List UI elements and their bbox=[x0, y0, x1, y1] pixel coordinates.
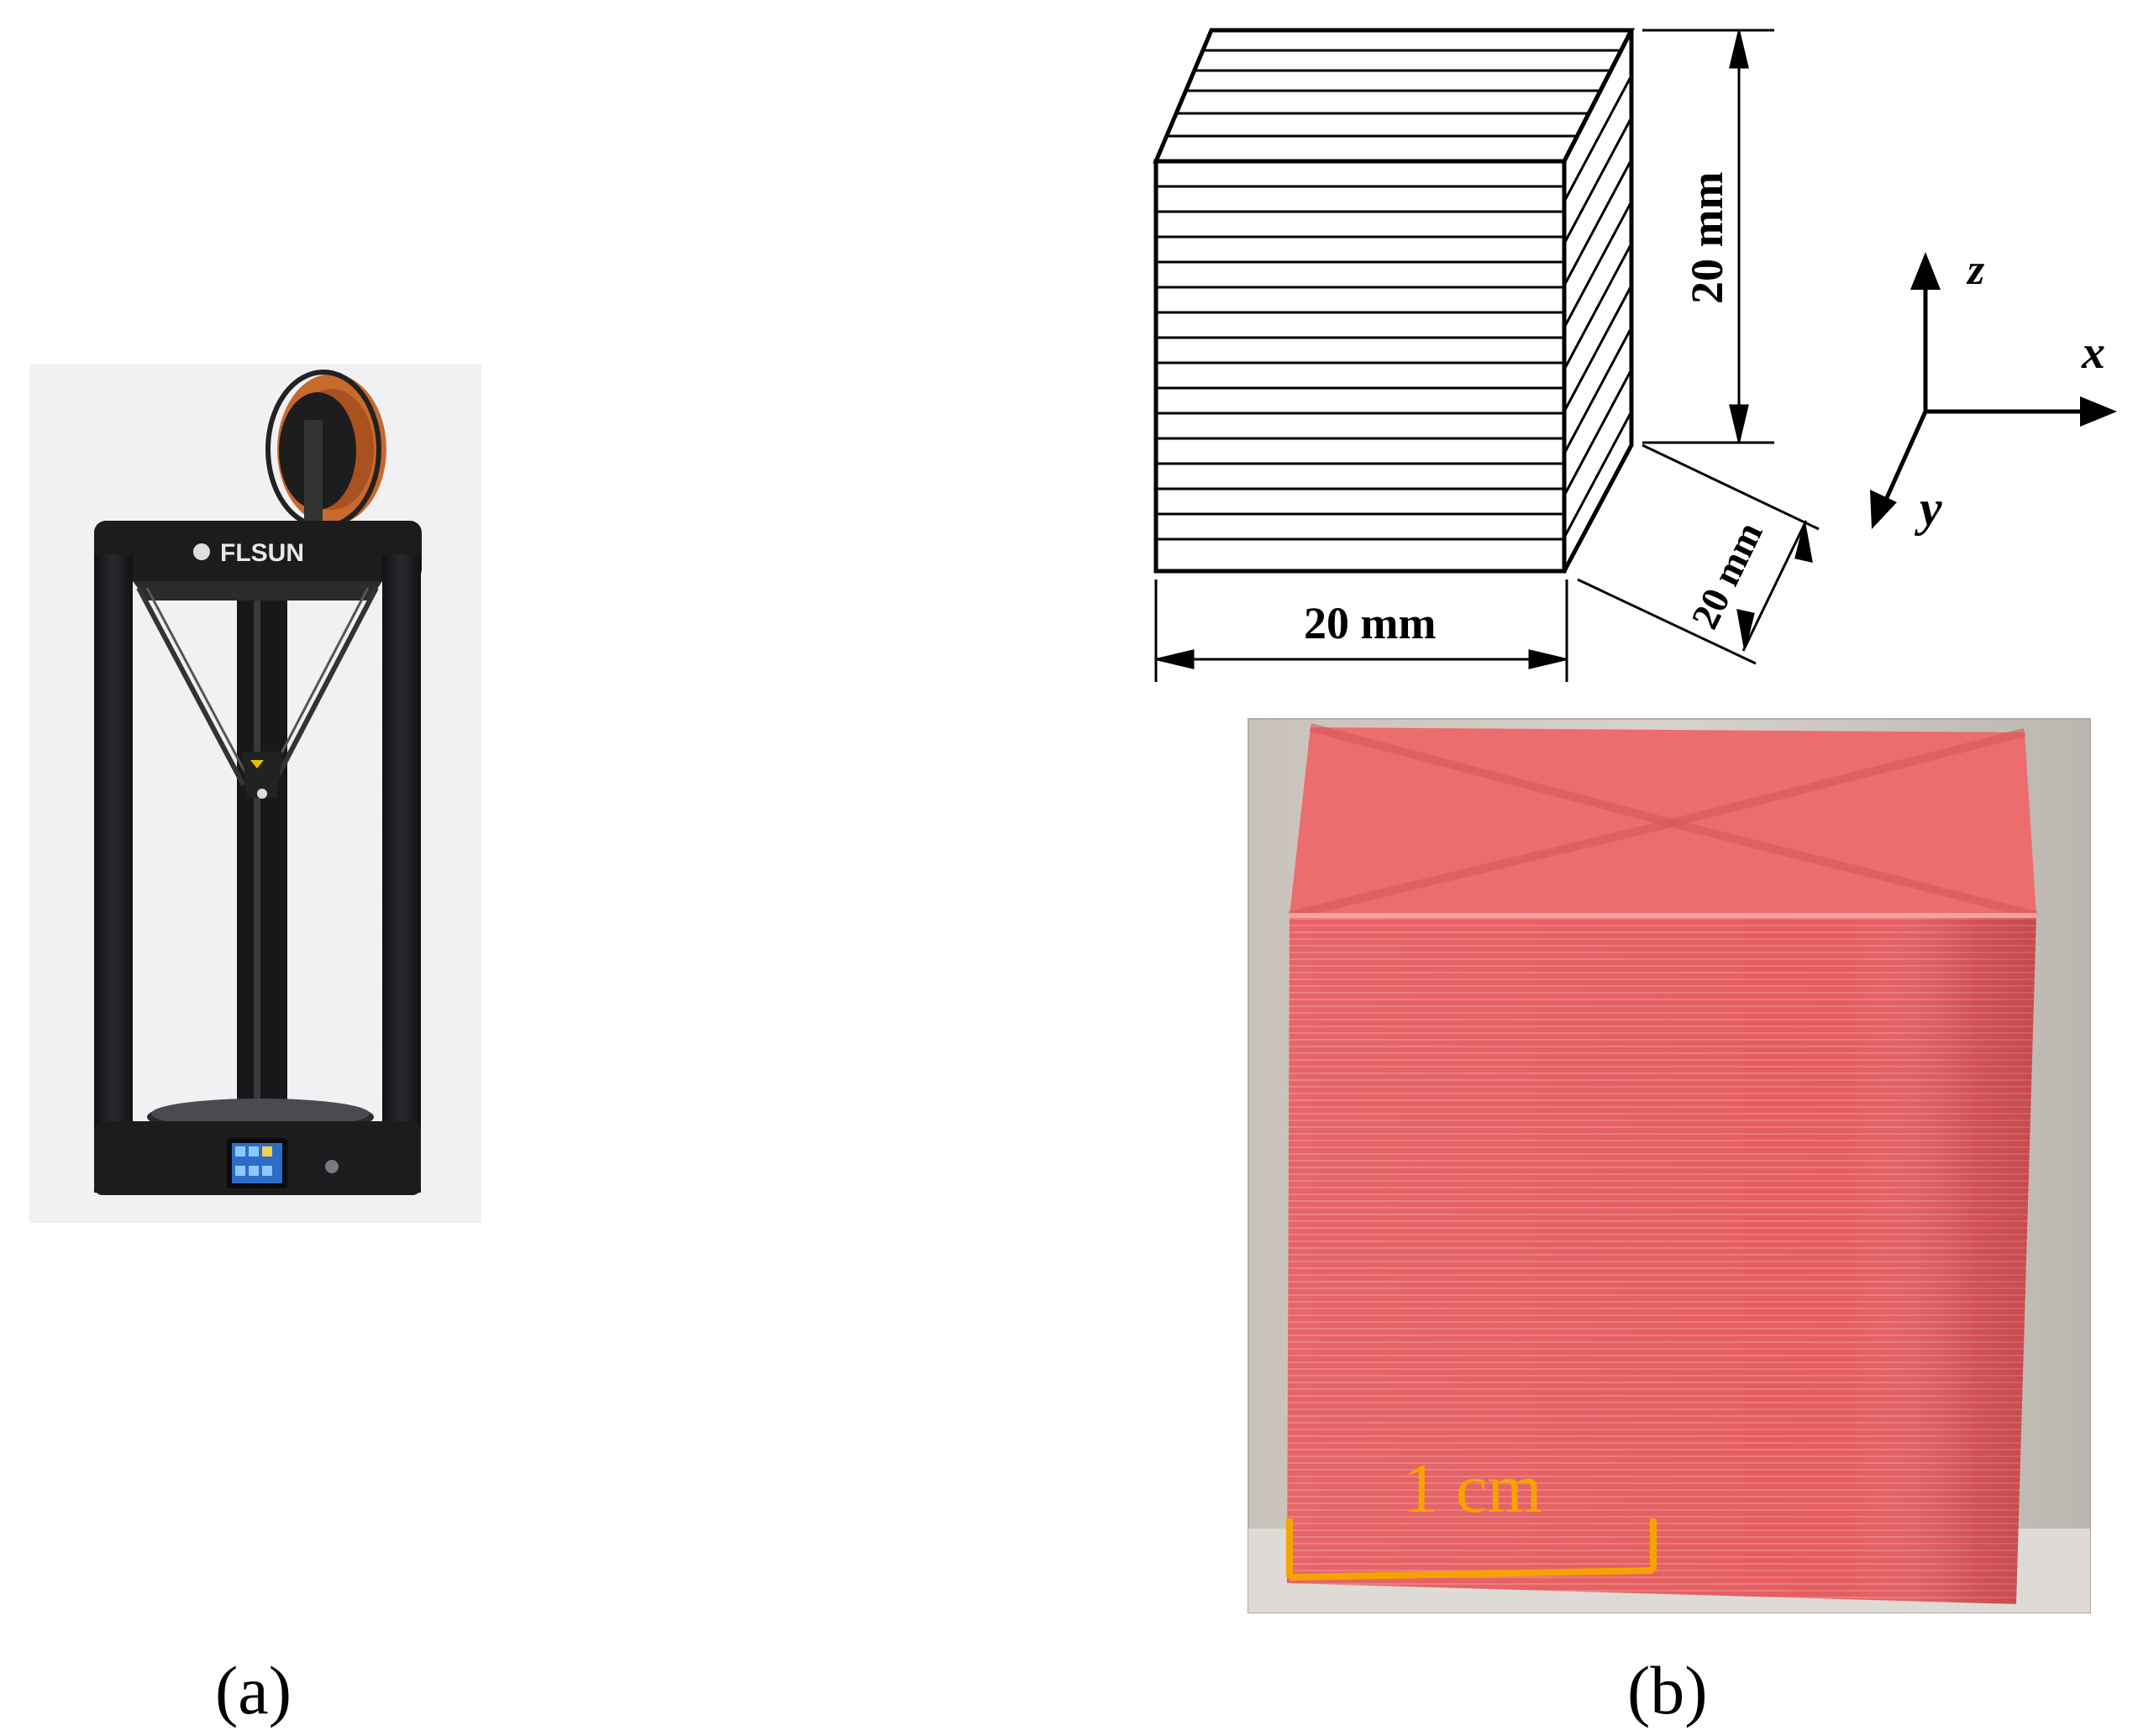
coordinate-axes bbox=[1870, 252, 2117, 529]
height-dimension bbox=[1642, 29, 1774, 444]
printed-cube-photo bbox=[1248, 718, 2091, 1613]
printer-brand-label: FLSUN bbox=[220, 539, 304, 567]
depth-dimension bbox=[1577, 443, 1820, 665]
caption-b: (b) bbox=[1627, 1652, 1708, 1728]
scale-bar bbox=[1286, 1518, 1657, 1581]
depth-label: 20 mm bbox=[1683, 515, 1771, 635]
height-label: 20 mm bbox=[1682, 172, 1732, 304]
axis-z-label: z bbox=[1966, 246, 1985, 294]
width-dimension bbox=[1154, 580, 1568, 682]
axis-x-label: x bbox=[2081, 327, 2105, 379]
caption-a: (a) bbox=[215, 1652, 292, 1728]
printer-photo: FLSUN bbox=[29, 365, 481, 1223]
cube-diagram: 20 mm 20 mm 20 mm z x bbox=[1153, 28, 2117, 682]
filament-spool bbox=[265, 370, 386, 529]
scale-bar-label: 1 cm bbox=[1403, 1450, 1542, 1528]
width-label: 20 mm bbox=[1304, 598, 1436, 648]
axis-y-label: y bbox=[1915, 480, 1942, 536]
